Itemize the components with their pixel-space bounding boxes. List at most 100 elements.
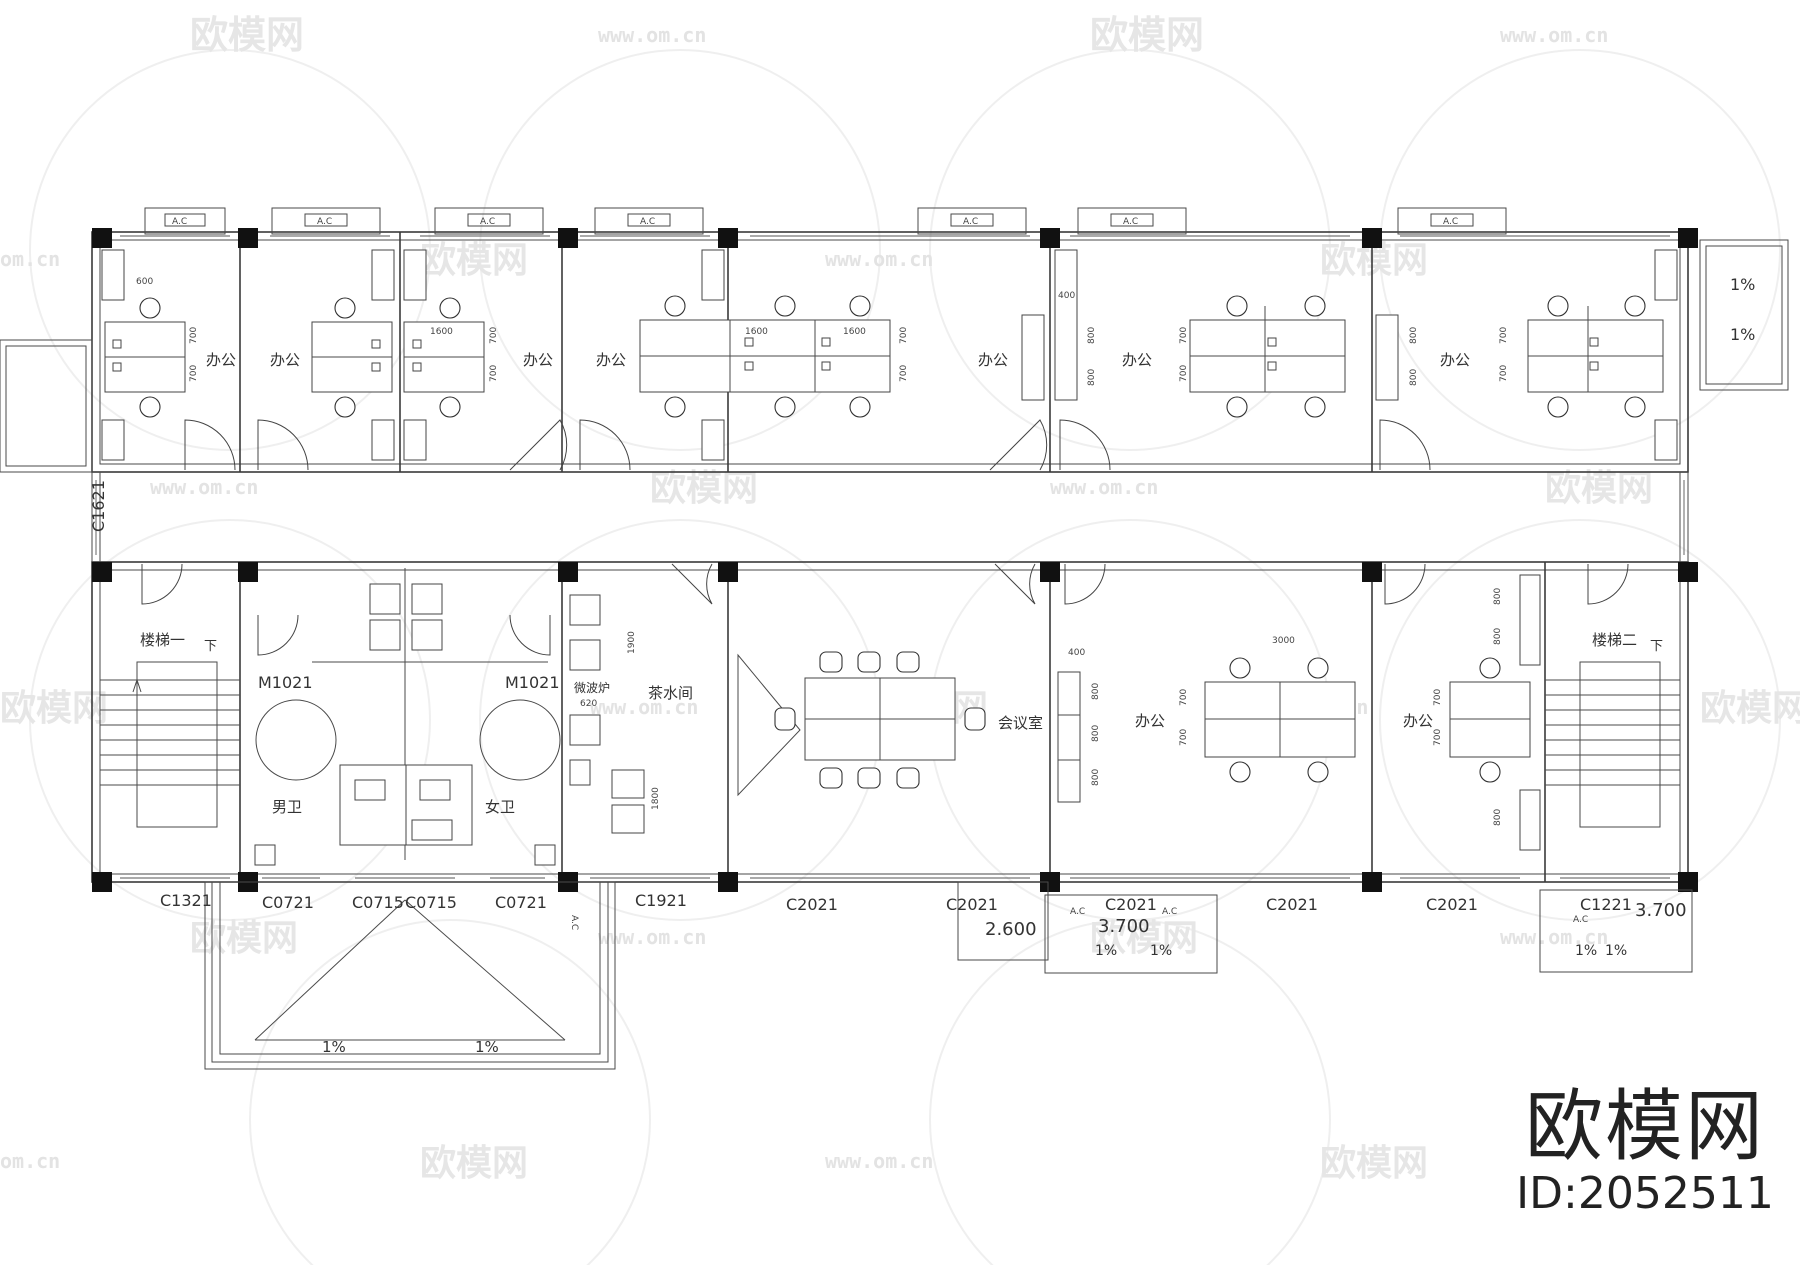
dimension-label: 800: [1087, 327, 1097, 344]
dimension-label: 800: [1493, 809, 1503, 826]
external-boxes: [0, 239, 1789, 473]
window-code: C0721: [495, 893, 547, 912]
south-annex: [204, 881, 1693, 1070]
watermark-url: www.om.cn: [590, 695, 698, 719]
elevation-label: 3.700: [1098, 916, 1150, 937]
watermark-brand: 欧模网: [190, 918, 298, 959]
room-label-stair1: 楼梯一: [140, 631, 185, 649]
watermark-url: www.om.cn: [598, 23, 706, 47]
watermark-brand: 欧模网: [420, 240, 528, 281]
ac-label: A.C: [172, 217, 187, 227]
window-code: C1321: [160, 891, 212, 910]
dimension-label: 700: [489, 327, 499, 344]
watermark-brand: 欧模网: [1090, 13, 1204, 57]
watermark-brand: 欧模网: [650, 468, 758, 509]
room-label-office: 办公: [206, 351, 236, 369]
window-code: C1221: [1580, 895, 1632, 914]
dimension-label: 1800: [651, 787, 661, 810]
watermark-url: www.om.cn: [1050, 475, 1158, 499]
room-label-down: 下: [204, 639, 217, 654]
slope-label: 1%: [1730, 275, 1755, 294]
ac-label: A.C: [1573, 915, 1588, 925]
ac-label: A.C: [317, 217, 332, 227]
walls: [91, 231, 1689, 883]
dimension-label: 700: [1179, 327, 1189, 344]
ac-label: A.C: [640, 217, 655, 227]
room-label-office: 办公: [1135, 712, 1165, 730]
room-label-office: 办公: [270, 351, 300, 369]
ac-label: A.C: [1070, 907, 1085, 917]
dimension-label: 800: [1091, 725, 1101, 742]
dimension-label: 3000: [1272, 636, 1295, 646]
dimension-label: 800: [1091, 769, 1101, 786]
dimension-label: 620: [580, 699, 597, 709]
dimension-label: 800: [1409, 327, 1419, 344]
dimension-label: 800: [1493, 588, 1503, 605]
footer-brand: 欧模网 ID:2052511: [1515, 1085, 1775, 1219]
doors: [141, 419, 1629, 656]
dimension-label: 700: [1433, 729, 1443, 746]
watermark-url: www.om.cn: [825, 1149, 933, 1173]
watermark-url: www.om.cn: [150, 475, 258, 499]
room-label-office: 办公: [523, 351, 553, 369]
window-code: C1621: [89, 480, 108, 532]
room-label-office: 办公: [596, 351, 626, 369]
dimension-label: 700: [899, 327, 909, 344]
ac-label: A.C: [1123, 217, 1138, 227]
watermark-url: om.cn: [0, 247, 60, 271]
door-code: M1021: [258, 673, 313, 692]
dimension-label: 800: [1493, 628, 1503, 645]
room-labels: 办公 办公 办公 办公 办公 办公 办公 办公 办公 楼梯一 下 楼梯二 下 男…: [140, 351, 1663, 816]
watermark-brand: 欧模网: [1320, 1143, 1428, 1184]
room-label-office: 办公: [1122, 351, 1152, 369]
watermark-brand: 欧模网: [1090, 918, 1198, 959]
ac-label: A.C: [1162, 907, 1177, 917]
watermark-brand: 欧模网: [420, 1143, 528, 1184]
room-label-office: 办公: [1440, 351, 1470, 369]
ac-labels: A.C A.C A.C A.C A.C A.C A.C: [172, 217, 1458, 227]
room-label-tea-room: 茶水间: [648, 684, 693, 702]
dimension-label: 700: [189, 327, 199, 344]
room-label-microwave: 微波炉: [574, 681, 610, 695]
meeting-room: [737, 651, 986, 797]
dimension-label: 700: [1179, 729, 1189, 746]
dimension-label: 1900: [627, 631, 637, 654]
slope-label: 1%: [1605, 943, 1627, 959]
door-code: M1021: [505, 673, 560, 692]
toilet-fixtures: [254, 583, 561, 866]
tea-room-fixtures: [569, 594, 645, 834]
dimension-label: 700: [1179, 365, 1189, 382]
windows: [95, 235, 1685, 879]
dimension-label: 400: [1068, 648, 1085, 658]
watermark-brand: 欧模网: [190, 13, 304, 57]
window-code: C2021: [946, 895, 998, 914]
slope-label: 1%: [322, 1038, 346, 1056]
room-label-meeting: 会议室: [998, 714, 1043, 732]
watermark-url: om.cn: [0, 1149, 60, 1173]
watermark-url: www.om.cn: [598, 925, 706, 949]
window-code: C2021: [1105, 895, 1157, 914]
dimension-label: 700: [899, 365, 909, 382]
window-code: C2021: [1426, 895, 1478, 914]
room-label-down: 下: [1650, 639, 1663, 654]
code-labels: C1621 C1321 C0721 C0715 C0715 C0721 C192…: [89, 480, 1632, 930]
dimension-label: 700: [1179, 689, 1189, 706]
dimension-label: 700: [1499, 365, 1509, 382]
watermark-brand: 欧模网: [1545, 468, 1653, 509]
dimension-label: 1600: [843, 327, 866, 337]
window-code: C2021: [786, 895, 838, 914]
ac-label: A.C: [569, 915, 579, 930]
ac-units: [144, 207, 1507, 235]
dimension-label: 800: [1091, 683, 1101, 700]
desk-clusters: [104, 306, 1664, 393]
slope-label: 1%: [1575, 943, 1597, 959]
footer-asset-id: ID:2052511: [1516, 1168, 1774, 1219]
watermark-url: www.om.cn: [1500, 925, 1608, 949]
dimension-label: 700: [1433, 689, 1443, 706]
slope-label: 1%: [475, 1038, 499, 1056]
room-label-stair2: 楼梯二: [1592, 631, 1637, 649]
stairs: [100, 661, 1680, 828]
room-label-women-wc: 女卫: [485, 798, 515, 816]
dimension-label: 600: [136, 277, 153, 287]
